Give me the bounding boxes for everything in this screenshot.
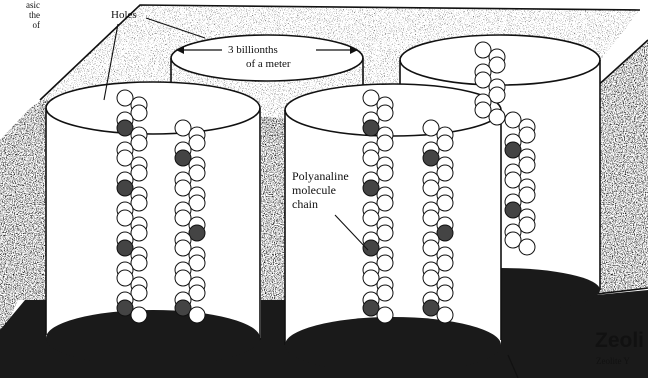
corner-line-3: of	[0, 20, 40, 30]
atom	[189, 285, 205, 301]
atom	[475, 72, 491, 88]
atom	[489, 87, 505, 103]
corner-caption-fragment: asic the of	[0, 0, 40, 30]
chain-right-b	[423, 120, 453, 323]
atom	[131, 135, 147, 151]
front-right-pore-cylinder	[285, 84, 501, 373]
atom	[131, 105, 147, 121]
atom	[423, 300, 439, 316]
material-title: Zeoli	[595, 330, 644, 351]
atom	[189, 135, 205, 151]
corner-line-2: the	[0, 10, 40, 20]
atom	[423, 120, 439, 136]
atom	[117, 180, 133, 196]
atom	[363, 210, 379, 226]
atom	[423, 180, 439, 196]
atom	[131, 285, 147, 301]
atom	[377, 255, 393, 271]
dimension-label-line-2: of a meter	[246, 59, 291, 70]
atom	[131, 225, 147, 241]
atom	[131, 165, 147, 181]
atom	[505, 142, 521, 158]
atom	[505, 202, 521, 218]
atom	[175, 210, 191, 226]
atom	[175, 150, 191, 166]
polyaniline-label-line-1: Polyanaline	[290, 169, 351, 183]
atom	[117, 90, 133, 106]
dimension-label-line-1: 3 billionths	[228, 45, 278, 56]
atom	[437, 255, 453, 271]
atom	[437, 225, 453, 241]
atom	[423, 210, 439, 226]
atom	[131, 255, 147, 271]
atom	[363, 120, 379, 136]
polyaniline-label-line-3: chain	[290, 197, 351, 211]
atom	[189, 225, 205, 241]
atom	[131, 307, 147, 323]
atom	[423, 150, 439, 166]
atom	[189, 195, 205, 211]
atom	[505, 232, 521, 248]
atom	[363, 180, 379, 196]
atom	[189, 165, 205, 181]
chain-left-b	[175, 120, 205, 323]
atom	[423, 270, 439, 286]
atom	[475, 42, 491, 58]
atom	[519, 157, 535, 173]
atom	[519, 239, 535, 255]
atom	[189, 255, 205, 271]
atom	[505, 112, 521, 128]
atom	[437, 135, 453, 151]
atom	[175, 300, 191, 316]
material-subtitle: Zeolite Y	[596, 357, 630, 366]
atom	[437, 307, 453, 323]
atom	[189, 307, 205, 323]
atom	[377, 225, 393, 241]
corner-line-1: asic	[0, 0, 40, 10]
atom	[175, 180, 191, 196]
atom	[377, 135, 393, 151]
atom	[377, 165, 393, 181]
atom	[377, 285, 393, 301]
atom	[117, 300, 133, 316]
atom	[377, 307, 393, 323]
atom	[377, 195, 393, 211]
polyaniline-label: Polyanaline molecule chain	[290, 169, 351, 211]
atom	[117, 240, 133, 256]
atom	[489, 109, 505, 125]
atom	[519, 217, 535, 233]
atom	[377, 105, 393, 121]
atom	[519, 187, 535, 203]
chain-back-a	[475, 42, 505, 125]
atom	[363, 90, 379, 106]
atom	[489, 57, 505, 73]
atom	[363, 270, 379, 286]
atom	[117, 210, 133, 226]
atom	[175, 240, 191, 256]
atom	[437, 195, 453, 211]
atom	[437, 285, 453, 301]
atom	[117, 120, 133, 136]
atom	[175, 120, 191, 136]
atom	[175, 270, 191, 286]
atom	[475, 102, 491, 118]
atom	[519, 127, 535, 143]
atom	[363, 300, 379, 316]
atom	[423, 240, 439, 256]
polyaniline-label-line-2: molecule	[290, 183, 351, 197]
holes-label: Holes	[111, 10, 137, 21]
atom	[505, 172, 521, 188]
atom	[131, 195, 147, 211]
atom	[117, 270, 133, 286]
front-left-pore-cylinder	[46, 82, 261, 366]
atom	[363, 150, 379, 166]
atom	[437, 165, 453, 181]
atom	[117, 150, 133, 166]
